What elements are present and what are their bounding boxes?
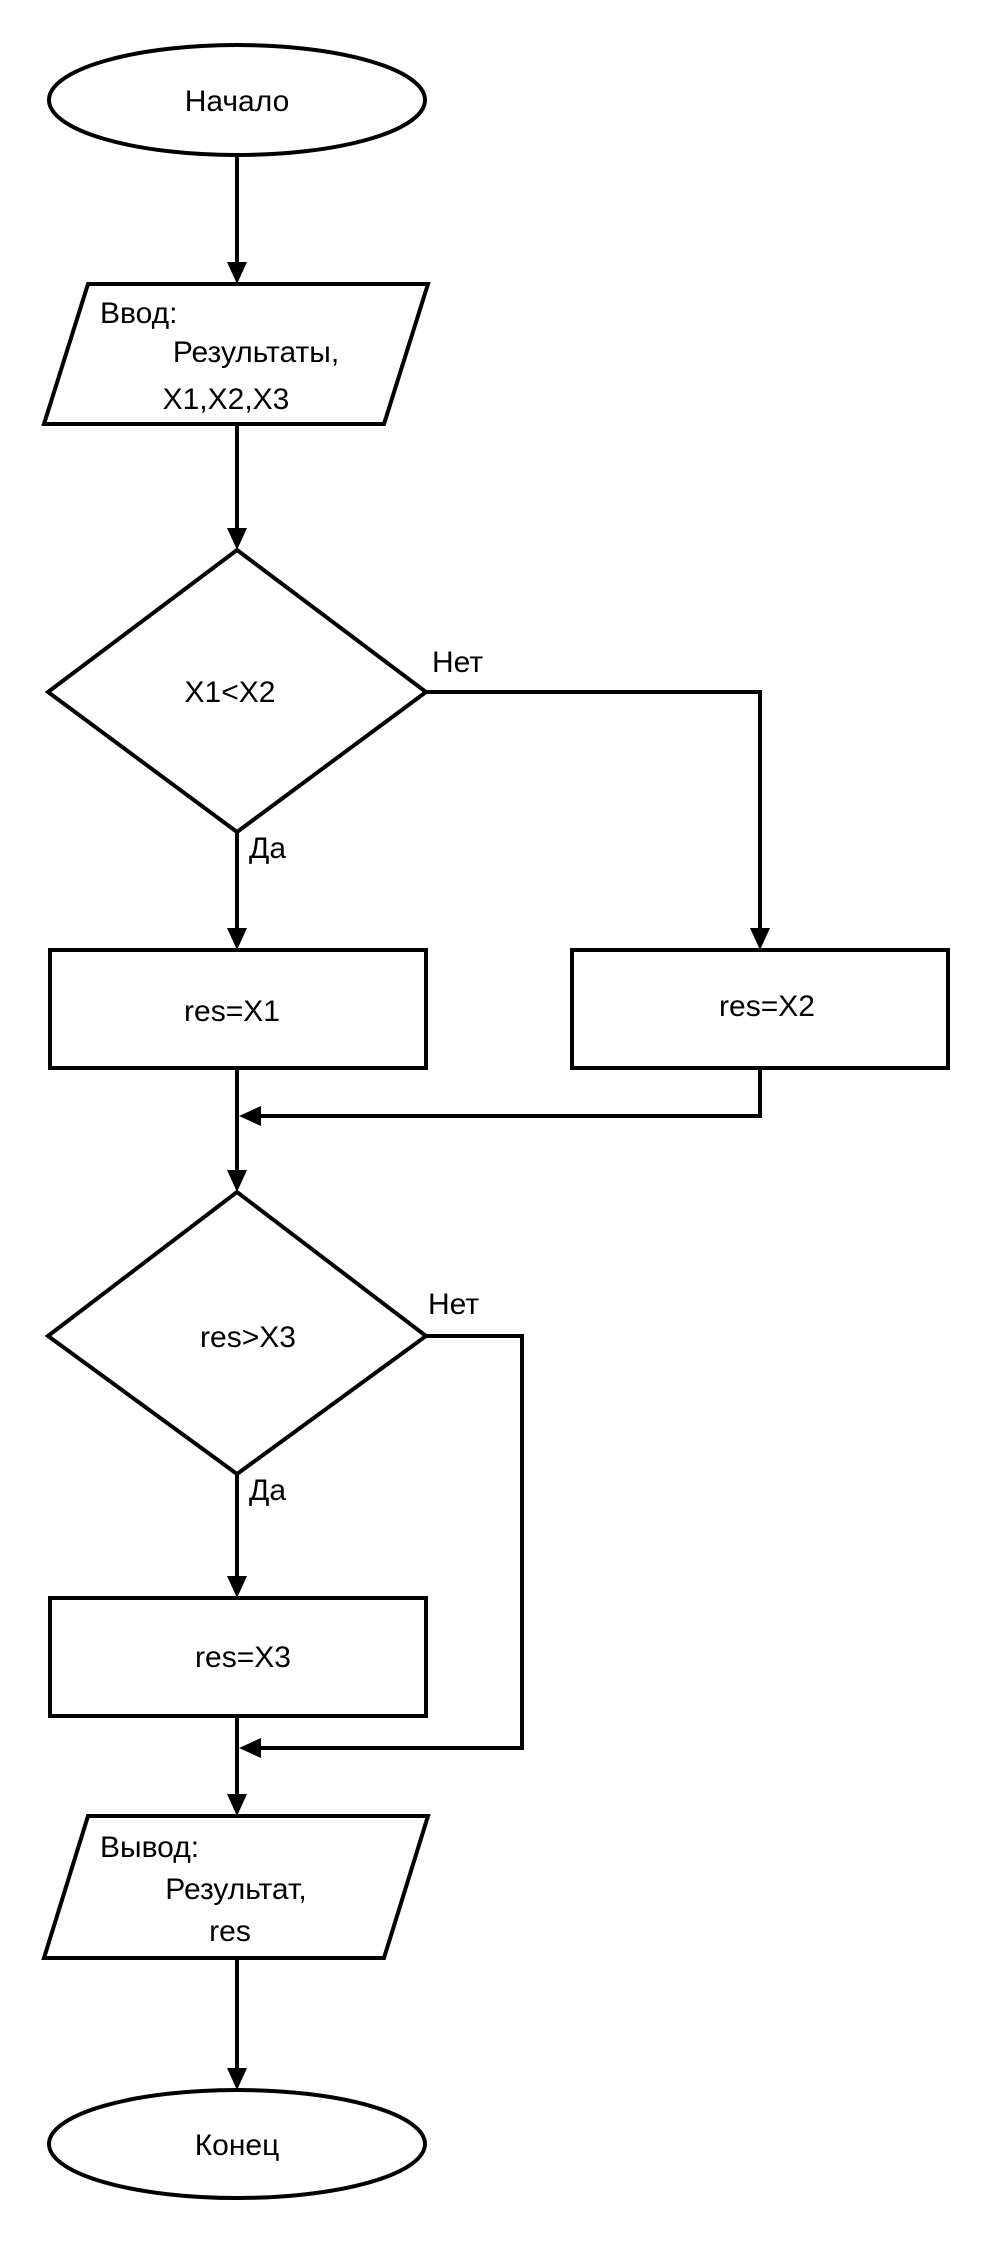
process3-label: res=X3 — [195, 1641, 291, 1674]
edge-decision1-no — [426, 690, 762, 928]
output-line-1: Результат, — [165, 1873, 306, 1906]
process2-label: res=X2 — [719, 990, 815, 1023]
end-terminal: Конец — [47, 2088, 427, 2200]
arrowhead-to-decision2 — [227, 1170, 247, 1192]
output-line-2: res — [209, 1915, 251, 1948]
start-label: Начало — [185, 85, 290, 118]
input-line-2: X1,X2,X3 — [163, 383, 290, 416]
decision1-yes-label: Да — [249, 832, 286, 865]
input-block: Ввод: Результаты, X1,X2,X3 — [41, 282, 431, 426]
process1-label: res=X1 — [184, 995, 280, 1028]
arrowhead-to-output — [227, 1794, 247, 1816]
process-res-x2: res=X2 — [570, 948, 950, 1070]
decision1-condition: X1<X2 — [185, 676, 276, 709]
arrowhead-decision1-yes — [227, 928, 247, 950]
process-res-x1: res=X1 — [48, 948, 428, 1070]
arrowhead-input-to-decision1 — [227, 528, 247, 550]
decision2-no-label: Нет — [428, 1288, 479, 1321]
input-line-1: Результаты, — [173, 336, 339, 369]
decision1-no-label: Нет — [432, 646, 483, 679]
arrowhead-start-to-input — [227, 262, 247, 284]
arrowhead-merge2 — [239, 1738, 261, 1758]
decision-x1-lt-x2: X1<X2 — [44, 547, 430, 835]
input-label: Ввод: — [100, 297, 177, 330]
arrowhead-to-end — [227, 2068, 247, 2090]
decision2-yes-label: Да — [249, 1474, 286, 1507]
edge-decision2-no — [261, 1334, 524, 1750]
arrowhead-decision1-no — [750, 928, 770, 950]
decision-res-gt-x3: res>X3 — [44, 1189, 430, 1477]
arrowhead-decision2-yes — [227, 1576, 247, 1598]
edge-process2-merge — [261, 1068, 762, 1118]
output-block: Вывод: Результат, res — [41, 1814, 431, 1960]
start-terminal: Начало — [47, 43, 427, 157]
output-label: Вывод: — [100, 1831, 199, 1864]
decision2-condition: res>X3 — [200, 1321, 296, 1354]
process-res-x3: res=X3 — [48, 1596, 428, 1718]
end-label: Конец — [195, 2129, 280, 2162]
arrowhead-merge1 — [239, 1106, 261, 1126]
